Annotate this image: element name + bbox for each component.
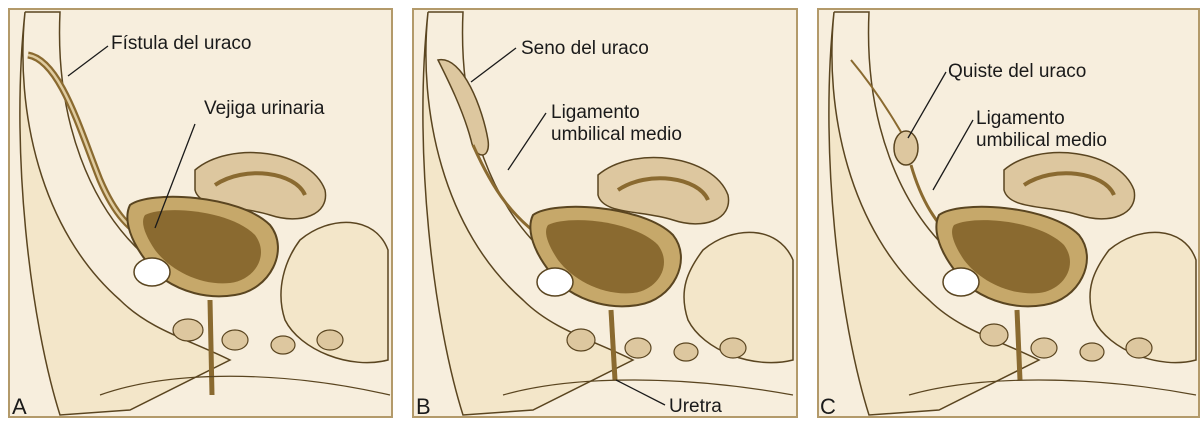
label-ligament-line2: umbilical medio xyxy=(976,130,1107,152)
pubic-bone xyxy=(134,258,170,286)
urachal-cyst xyxy=(894,131,918,165)
label-urachal-fistula: Fístula del uraco xyxy=(111,33,251,55)
panel-b-illustration xyxy=(403,0,803,421)
panel-b: Seno del uraco Ligamento umbilical medio… xyxy=(403,0,803,421)
panel-letter-a: A xyxy=(12,395,27,419)
label-urachal-sinus: Seno del uraco xyxy=(521,38,649,60)
urethra-c xyxy=(1017,310,1020,380)
label-ligament-line1: Ligamento xyxy=(551,102,640,124)
urethra-a xyxy=(210,300,212,395)
panel-letter-b: B xyxy=(416,395,431,419)
panel-a: Fístula del uraco Vejiga urinaria A xyxy=(0,0,400,421)
label-ligament-line2: umbilical medio xyxy=(551,124,682,146)
panel-a-illustration xyxy=(0,0,400,421)
label-urachal-cyst: Quiste del uraco xyxy=(948,61,1086,83)
label-ligament-line1: Ligamento xyxy=(976,108,1065,130)
pubic-bone xyxy=(537,268,573,296)
panel-c: Quiste del uraco Ligamento umbilical med… xyxy=(806,0,1202,421)
pubic-bone xyxy=(943,268,979,296)
label-urethra: Uretra xyxy=(669,396,722,418)
panel-letter-c: C xyxy=(820,395,836,419)
label-urinary-bladder: Vejiga urinaria xyxy=(204,98,324,120)
